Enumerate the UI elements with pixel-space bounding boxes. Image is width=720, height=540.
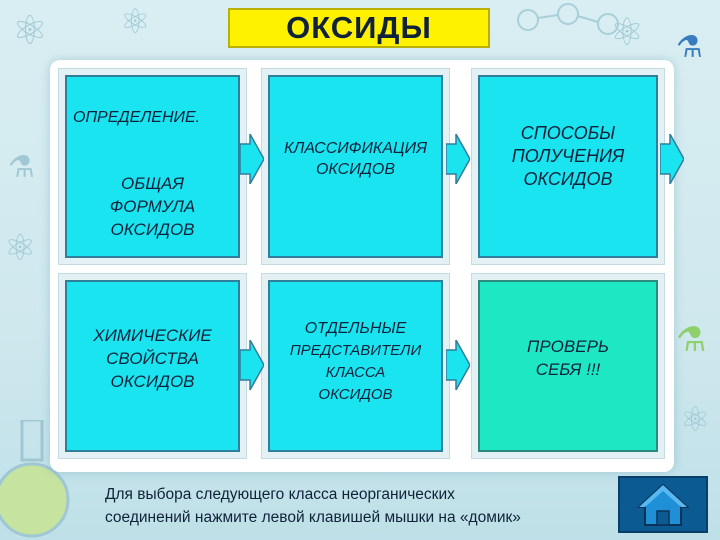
tile-properties[interactable]: ХИМИЧЕСКИЕ СВОЙСТВА ОКСИДОВ: [65, 280, 240, 452]
tile-methods-line: ОКСИДОВ: [523, 169, 613, 189]
arrow-right-icon[interactable]: [660, 134, 684, 184]
tile-representatives-line: ОТДЕЛЬНЫЕ: [304, 320, 407, 337]
flask-icon: ⚗: [8, 150, 35, 185]
tile-classification-line: КЛАССИФИКАЦИЯ: [284, 139, 427, 157]
arrow-right-icon[interactable]: [240, 134, 264, 184]
instruction-line: соединений нажмите левой клавишей мышки …: [105, 509, 521, 526]
atom-icon: ⚛: [4, 228, 37, 269]
tile-self-test-line: СЕБЯ !!!: [535, 360, 601, 379]
tile-representatives-line: КЛАССА: [325, 364, 386, 381]
round-flask-icon: [0, 420, 70, 538]
instruction-text: Для выбора следующего класса неорганичес…: [105, 483, 605, 529]
tile-representatives-line: ОКСИДОВ: [318, 386, 393, 403]
tile-definition-heading: ОПРЕДЕЛЕНИЕ.: [73, 109, 201, 126]
tile-classification[interactable]: КЛАССИФИКАЦИЯ ОКСИДОВ: [268, 75, 443, 258]
tile-properties-line: ОКСИДОВ: [110, 371, 195, 391]
flask-icon: ⚗: [676, 320, 707, 360]
house-icon: [637, 483, 689, 526]
arrow-right-icon[interactable]: [240, 340, 264, 390]
page-title: ОКСИДЫ: [228, 8, 490, 48]
atom-icon: ⚛: [680, 400, 711, 440]
tile-definition[interactable]: ОПРЕДЕЛЕНИЕ. ОБЩАЯ ФОРМУЛА ОКСИДОВ: [65, 75, 240, 258]
tile-properties-line: СВОЙСТВА: [106, 348, 199, 368]
tile-definition-line: ОБЩАЯ: [121, 174, 184, 193]
atom-icon: ⚛: [12, 8, 48, 54]
tile-self-test-line: ПРОВЕРЬ: [527, 337, 609, 356]
home-button[interactable]: [618, 476, 708, 533]
tile-definition-line: ФОРМУЛА: [109, 197, 196, 216]
atom-icon: ⚛: [120, 2, 151, 42]
molecule-icon: [517, 3, 619, 35]
flask-icon: ⚗: [676, 30, 703, 65]
tile-representatives-line: ПРЕДСТАВИТЕЛИ: [289, 342, 422, 359]
instruction-line: Для выбора следующего класса неорганичес…: [105, 486, 455, 503]
tile-methods[interactable]: СПОСОБЫ ПОЛУЧЕНИЯ ОКСИДОВ: [478, 75, 658, 258]
tile-representatives[interactable]: ОТДЕЛЬНЫЕ ПРЕДСТАВИТЕЛИ КЛАССА ОКСИДОВ: [268, 280, 443, 452]
tile-properties-line: ХИМИЧЕСКИЕ: [93, 325, 212, 345]
tile-definition-line: ОКСИДОВ: [110, 220, 195, 239]
tile-methods-line: СПОСОБЫ: [520, 123, 616, 143]
tile-classification-line: ОКСИДОВ: [315, 160, 396, 178]
tile-methods-line: ПОЛУЧЕНИЯ: [511, 146, 625, 166]
tile-self-test[interactable]: ПРОВЕРЬ СЕБЯ !!!: [478, 280, 658, 452]
arrow-right-icon[interactable]: [446, 134, 470, 184]
arrow-right-icon[interactable]: [446, 340, 470, 390]
